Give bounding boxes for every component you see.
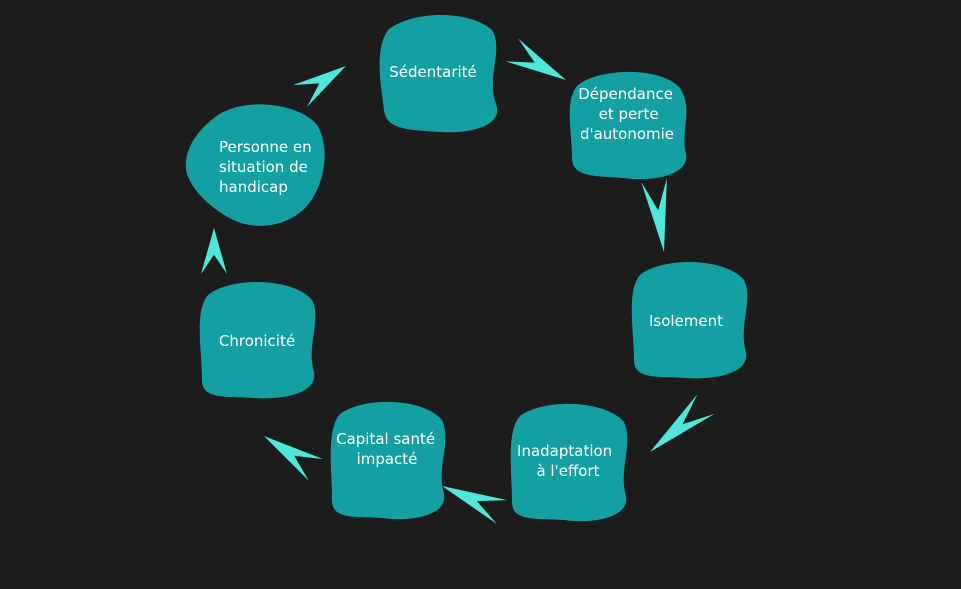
node-capital-sante-label: Capital santé impacté — [336, 430, 440, 468]
arrow-personne-to-sedentarite — [292, 66, 346, 107]
node-chronicite-shape — [199, 282, 316, 399]
node-sedentarite-shape — [379, 15, 498, 133]
node-inadaptation-label: Inadaptation à l'effort — [517, 442, 617, 480]
arrow-capital-to-chronicite — [264, 436, 324, 481]
node-dependance-shape — [569, 71, 687, 180]
node-personne-handicap: Personne en situation de handicap — [185, 104, 325, 226]
node-chronicite-label: Chronicité — [219, 332, 295, 350]
node-sedentarite-label: Sédentarité — [389, 63, 477, 81]
arrow-isolement-to-inadaptation — [650, 394, 715, 452]
arrow-dependance-to-isolement — [641, 178, 667, 252]
node-personne-handicap-label: Personne en situation de handicap — [219, 138, 316, 196]
node-isolement-label: Isolement — [649, 312, 723, 330]
node-sedentarite: Sédentarité — [379, 15, 498, 133]
node-dependance-label: Dépendance et perte d'autonomie — [578, 85, 678, 143]
node-dependance: Dépendance et perte d'autonomie — [569, 71, 687, 180]
node-inadaptation-shape — [510, 403, 628, 522]
node-isolement-shape — [631, 262, 748, 379]
node-capital-sante-shape — [330, 401, 446, 520]
node-inadaptation: Inadaptation à l'effort — [510, 403, 628, 522]
node-capital-sante: Capital santé impacté — [330, 401, 446, 520]
node-personne-handicap-shape — [185, 104, 325, 226]
node-isolement: Isolement — [631, 262, 748, 379]
node-chronicite: Chronicité — [199, 282, 316, 399]
arrow-inadaptation-to-capital — [442, 486, 508, 524]
arrow-sedentarite-to-dependance — [505, 38, 566, 80]
arrow-chronicite-to-personne — [201, 228, 227, 274]
